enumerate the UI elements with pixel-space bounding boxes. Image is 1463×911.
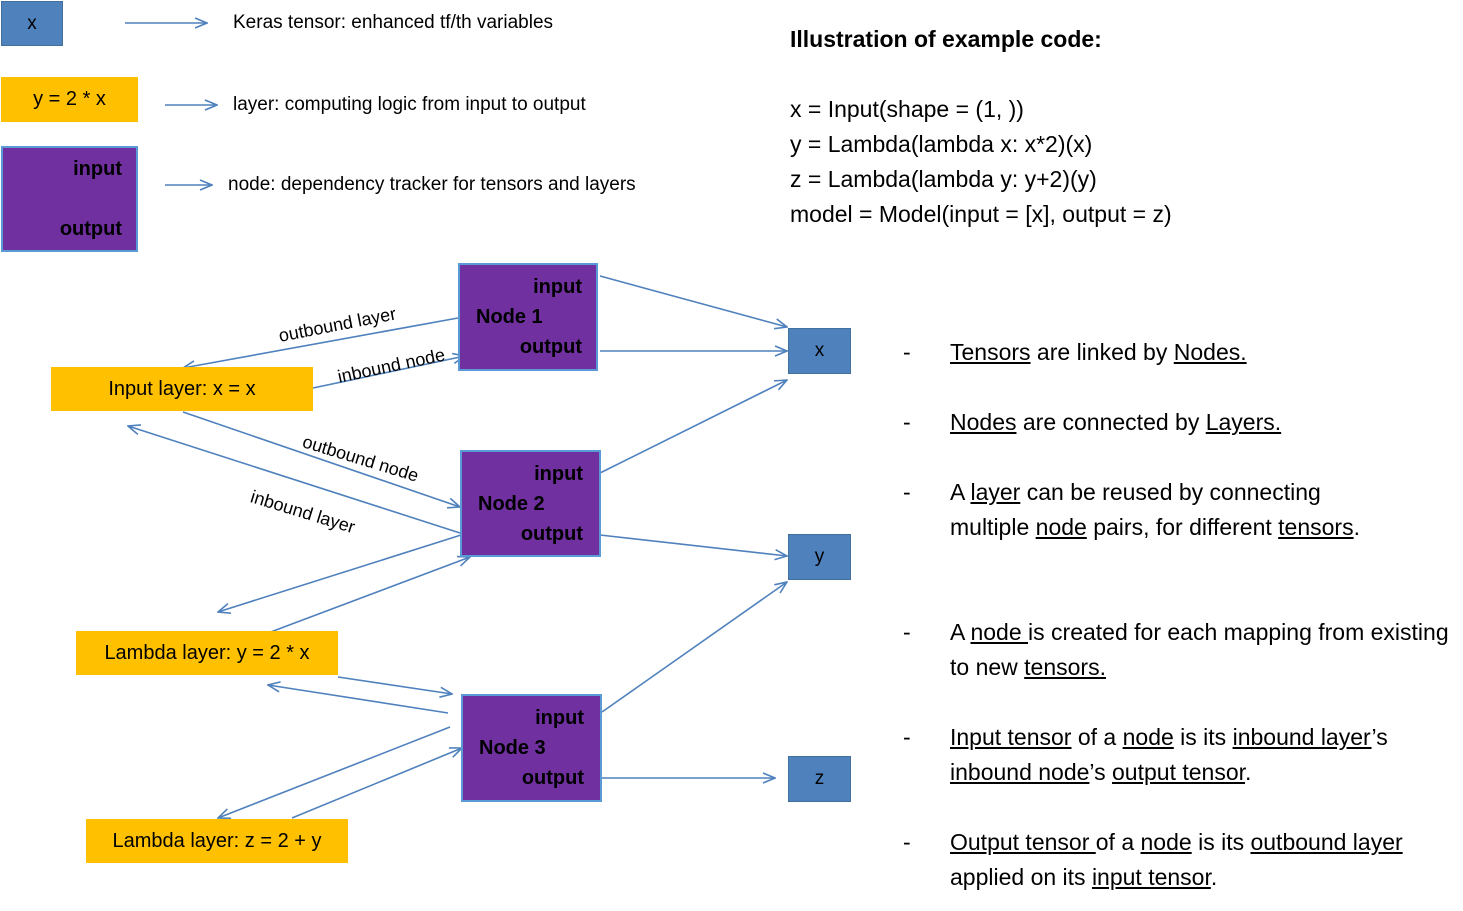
- bullet-run: applied on its: [950, 864, 1092, 890]
- bullet-dash: -: [903, 829, 911, 855]
- bullet-dash: -: [903, 479, 911, 505]
- arrow-node3-to-lambdaz: [218, 726, 451, 818]
- bullet-run: ’s: [1371, 724, 1388, 750]
- legend-node-box: input output: [1, 146, 138, 252]
- bullet-text: Tensors are linked by Nodes.: [950, 335, 1440, 370]
- underlined-term: tensors.: [1024, 654, 1106, 680]
- bullet-dash: -: [903, 619, 911, 645]
- legend-tensor-box: x: [1, 1, 63, 46]
- underlined-term: outbound layer: [1250, 829, 1403, 855]
- node-1-input: input: [533, 276, 582, 298]
- arrow-node2-to-y: [599, 534, 787, 556]
- bullet-text: Output tensor of a node is its outbound …: [950, 825, 1450, 895]
- node-2-name: Node 2: [478, 493, 545, 515]
- underlined-term: node: [1035, 514, 1087, 540]
- bullet-dash: -: [903, 339, 911, 365]
- underlined-term: inbound node: [950, 759, 1090, 785]
- legend-node-input: input: [73, 158, 122, 180]
- bullet-dash: -: [903, 724, 911, 750]
- bullet-run: A: [950, 479, 971, 505]
- underlined-term: Output tensor: [950, 829, 1096, 855]
- legend-layer-box: y = 2 * x: [1, 77, 138, 122]
- underlined-term: Nodes.: [1173, 339, 1247, 365]
- node-3-input: input: [535, 707, 584, 729]
- legend-tensor-desc: Keras tensor: enhanced tf/th variables: [233, 12, 554, 33]
- bullet-run: can be reused by connecting multiple: [950, 479, 1321, 540]
- underlined-term: Layers.: [1205, 409, 1282, 435]
- arrow-node3-to-y: [601, 582, 787, 713]
- arrow-node1-to-inputlayer: [183, 317, 459, 368]
- arrow-node2-to-lambday: [218, 534, 462, 612]
- code-line: model = Model(input = [x], output = z): [790, 201, 1172, 227]
- node-3-output: output: [521, 767, 584, 789]
- node-3-box: input Node 3 output: [461, 694, 602, 802]
- arrow-lambday-to-node2: [267, 557, 470, 634]
- arrow-node3-to-lambday: [268, 685, 449, 714]
- bullet-run: are linked by: [1030, 339, 1174, 365]
- code-line: y = Lambda(lambda x: x*2)(x): [790, 131, 1093, 157]
- node-3-name: Node 3: [479, 737, 546, 759]
- arrow-node1-to-x-a: [599, 275, 787, 327]
- code-title: Illustration of example code:: [790, 26, 1102, 52]
- legend-node-desc: node: dependency tracker for tensors and…: [228, 174, 636, 195]
- lambda-z-layer-box: Lambda layer: z = 2 + y: [86, 819, 348, 863]
- underlined-term: output tensor: [1112, 759, 1246, 785]
- bullet-run: .: [1353, 514, 1360, 540]
- node-2-input: input: [534, 463, 583, 485]
- bullet-run: of a: [1071, 724, 1123, 750]
- tensor-y-box: y: [788, 534, 851, 580]
- bullet-text: Nodes are connected by Layers.: [950, 405, 1440, 440]
- arrow-inputlayer-to-node2: [182, 411, 460, 507]
- arrow-node2-to-inputlayer: [128, 426, 461, 534]
- underlined-term: layer: [970, 479, 1021, 505]
- bullet-run: A: [950, 619, 971, 645]
- tensor-z-box: z: [788, 756, 851, 802]
- underlined-term: Input tensor: [950, 724, 1072, 750]
- bullet-run: is created for each mapping from existin…: [950, 619, 1449, 680]
- underlined-term: input tensor: [1091, 864, 1211, 890]
- underlined-term: Tensors: [950, 339, 1031, 365]
- bullet-run: .: [1245, 759, 1252, 785]
- bullet-run: .: [1210, 864, 1218, 890]
- node-1-box: input Node 1 output: [458, 263, 598, 371]
- legend-layer-desc: layer: computing logic from input to out…: [233, 94, 586, 115]
- input-layer-box: Input layer: x = x: [51, 367, 313, 411]
- underlined-term: node: [1140, 829, 1192, 855]
- bullet-text: A node is created for each mapping from …: [950, 615, 1450, 685]
- node-1-name: Node 1: [476, 306, 543, 328]
- node-2-box: input Node 2 output: [460, 450, 601, 557]
- underlined-term: node: [1122, 724, 1174, 750]
- legend-node-output: output: [59, 218, 122, 240]
- lambda-y-layer-box: Lambda layer: y = 2 * x: [76, 631, 338, 675]
- code-line: z = Lambda(lambda y: y+2)(y): [790, 166, 1097, 192]
- arrow-inputlayer-to-node1: [312, 356, 465, 389]
- bullet-run: is its: [1191, 829, 1251, 855]
- tensor-x-box: x: [788, 328, 851, 374]
- node-2-output: output: [520, 523, 583, 545]
- bullet-run: is its: [1173, 724, 1233, 750]
- code-line: x = Input(shape = (1, )): [790, 96, 1024, 122]
- underlined-term: tensors: [1278, 514, 1354, 540]
- bullet-dash: -: [903, 409, 911, 435]
- arrow-lambday-to-node3: [337, 676, 452, 694]
- arrow-lambdaz-to-node3: [291, 748, 462, 819]
- bullet-text: A layer can be reused by connecting mult…: [950, 475, 1390, 545]
- bullet-run: of a: [1095, 829, 1141, 855]
- underlined-term: inbound layer: [1232, 724, 1372, 750]
- bullet-run: pairs, for different: [1086, 514, 1279, 540]
- node-1-output: output: [519, 336, 582, 358]
- arrow-node2-to-x: [599, 380, 787, 474]
- underlined-term: node: [970, 619, 1029, 645]
- bullet-run: are connected by: [1016, 409, 1206, 435]
- bullet-text: Input tensor of a node is its inbound la…: [950, 720, 1420, 790]
- bullet-run: ’s: [1089, 759, 1113, 785]
- underlined-term: Nodes: [950, 409, 1017, 435]
